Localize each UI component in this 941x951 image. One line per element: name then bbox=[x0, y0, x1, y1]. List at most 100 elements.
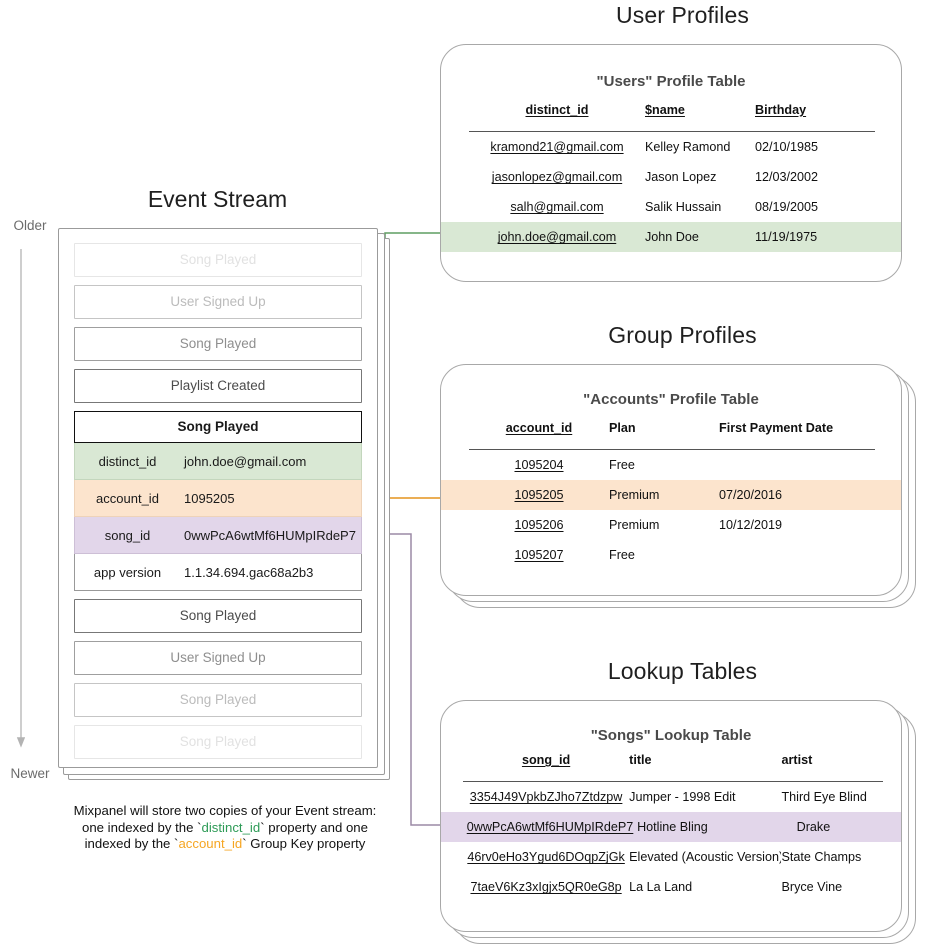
users-col-header: distinct_id bbox=[525, 103, 589, 117]
table-cell: 1095207 bbox=[514, 548, 564, 563]
event-stream-title: Event Stream bbox=[147, 186, 288, 212]
event-property-value: john.doe@gmail.com bbox=[184, 453, 307, 469]
songs-header-rule bbox=[463, 781, 883, 783]
caption-line-1: Mixpanel will store two copies of your E… bbox=[30, 803, 420, 820]
songs-header-row: song_id title artist bbox=[463, 753, 883, 779]
songs-table-card: "Songs" Lookup Table song_id title artist 3… bbox=[440, 700, 902, 932]
selected-event-title: Song Played bbox=[74, 411, 362, 443]
lookup-tables-title: Lookup Tables bbox=[607, 658, 758, 684]
accounts-col-header: First Payment Date bbox=[719, 421, 834, 435]
caption-line-2: one indexed by the `distinct_id` propert… bbox=[30, 820, 420, 837]
accounts-header-rule bbox=[469, 449, 875, 451]
caption-line-1-text: Mixpanel will store two copies of your E… bbox=[73, 803, 377, 818]
table-cell: john.doe@gmail.com bbox=[497, 230, 617, 245]
selected-event-card[interactable]: Song Played distinct_id john.doe@gmail.com… bbox=[74, 411, 362, 591]
table-row[interactable]: 3354J49VpkbZJho7Ztdzpw Jumper - 1998 Edit… bbox=[463, 782, 883, 812]
table-cell: State Champs bbox=[781, 850, 862, 865]
table-cell: kramond21@gmail.com bbox=[490, 140, 624, 155]
table-cell: 3354J49VpkbZJho7Ztdzpw bbox=[469, 790, 623, 805]
users-col-header: $name bbox=[645, 103, 685, 117]
event-property-row: account_id 1095205 bbox=[74, 480, 362, 517]
users-header-rule bbox=[469, 131, 875, 133]
event-item[interactable]: Song Played bbox=[74, 599, 362, 633]
table-cell: 1095205 bbox=[514, 488, 564, 503]
table-cell: John Doe bbox=[645, 230, 699, 245]
users-table-card: "Users" Profile Table distinct_id $name Bi… bbox=[440, 44, 902, 282]
time-axis: Older Newer bbox=[0, 218, 60, 783]
table-cell: 02/10/1985 bbox=[755, 140, 819, 155]
table-row[interactable]: salh@gmail.com Salik Hussain 08/19/2005 bbox=[469, 192, 875, 222]
event-item[interactable]: Playlist Created bbox=[74, 369, 362, 403]
event-item[interactable]: Song Played bbox=[74, 327, 362, 361]
users-col-header: Birthday bbox=[755, 103, 807, 117]
event-item[interactable]: User Signed Up bbox=[74, 641, 362, 675]
table-cell: Jason Lopez bbox=[645, 170, 717, 185]
table-row[interactable]: 1095207 Free bbox=[469, 540, 875, 570]
users-table-title: "Users" Profile Table bbox=[596, 73, 746, 90]
event-item[interactable]: Song Played bbox=[74, 683, 362, 717]
table-cell: Premium bbox=[609, 488, 660, 503]
table-cell: 10/12/2019 bbox=[719, 518, 783, 533]
table-cell: Jumper - 1998 Edit bbox=[629, 790, 736, 805]
event-property-value: 0wwPcA6wtMf6HUMpIRdeP7 bbox=[184, 527, 356, 543]
users-table: distinct_id $name Birthday kramond21@gmail.… bbox=[441, 103, 901, 253]
songs-col-header: song_id bbox=[521, 753, 571, 767]
table-cell: 07/20/2016 bbox=[719, 488, 783, 503]
table-cell: 1095204 bbox=[514, 458, 564, 473]
event-property-key: app version bbox=[93, 564, 162, 580]
table-cell: Drake bbox=[796, 820, 831, 835]
event-item[interactable]: Song Played bbox=[74, 243, 362, 277]
accounts-col-header: account_id bbox=[505, 421, 573, 435]
event-item[interactable]: User Signed Up bbox=[74, 285, 362, 319]
event-item[interactable]: Song Played bbox=[74, 725, 362, 759]
caption-line-2-suffix: ` property and one bbox=[260, 819, 368, 835]
table-cell: Hotline Bling bbox=[637, 820, 708, 835]
table-row[interactable]: kramond21@gmail.com Kelley Ramond 02/10/19… bbox=[469, 132, 875, 162]
table-row[interactable]: 46rv0eHo3Ygud6DOqpZjGk Elevated (Acoustic… bbox=[463, 842, 883, 872]
user-profiles-panel: "Users" Profile Table distinct_id $name Bi… bbox=[440, 44, 910, 284]
caption-line-2-prefix: one indexed by the ` bbox=[82, 819, 202, 835]
table-cell: Kelley Ramond bbox=[645, 140, 731, 155]
songs-col-header: title bbox=[629, 753, 652, 767]
table-row[interactable]: 1095204 Free bbox=[469, 450, 875, 480]
lookup-tables-panel: "Songs" Lookup Table song_id title artist 3… bbox=[440, 700, 916, 950]
event-property-row: distinct_id john.doe@gmail.com bbox=[74, 443, 362, 480]
table-row[interactable]: john.doe@gmail.com John Doe 11/19/1975 bbox=[441, 222, 901, 253]
event-property-value: 1095205 bbox=[184, 490, 235, 506]
songs-table: song_id title artist 3354J49VpkbZJho7Ztdzpw… bbox=[441, 753, 901, 902]
songs-col-header: artist bbox=[781, 753, 813, 767]
event-property-key: account_id bbox=[96, 490, 159, 506]
table-row[interactable]: 1095205 Premium 07/20/2016 bbox=[441, 480, 901, 511]
table-cell: salh@gmail.com bbox=[510, 200, 604, 215]
table-cell: 11/19/1975 bbox=[755, 230, 818, 245]
table-cell: La La Land bbox=[629, 880, 693, 895]
caption-line-3-suffix: ` Group Key property bbox=[242, 836, 366, 851]
users-header-row: distinct_id $name Birthday bbox=[469, 103, 875, 129]
caption-distinct-id-token: distinct_id bbox=[201, 819, 261, 835]
event-stream-caption: Mixpanel will store two copies of your E… bbox=[30, 803, 420, 853]
songs-table-title: "Songs" Lookup Table bbox=[590, 727, 752, 744]
time-axis-newer-label: Newer bbox=[10, 766, 50, 781]
event-property-key: distinct_id bbox=[98, 453, 157, 469]
table-cell: 08/19/2005 bbox=[755, 200, 819, 215]
caption-line-3: indexed by the `account_id` Group Key pr… bbox=[30, 836, 420, 853]
table-cell: Free bbox=[609, 458, 635, 473]
table-cell: 7taeV6Kz3xIgjx5QR0eG8p bbox=[470, 880, 622, 895]
table-cell: Free bbox=[609, 548, 635, 563]
table-cell: 46rv0eHo3Ygud6DOqpZjGk bbox=[467, 850, 625, 865]
table-cell: Elevated (Acoustic Version) bbox=[629, 850, 782, 865]
caption-line-3-prefix: indexed by the ` bbox=[84, 836, 179, 851]
table-cell: Salik Hussain bbox=[645, 200, 722, 215]
event-property-value: 1.1.34.694.gac68a2b3 bbox=[184, 564, 314, 580]
